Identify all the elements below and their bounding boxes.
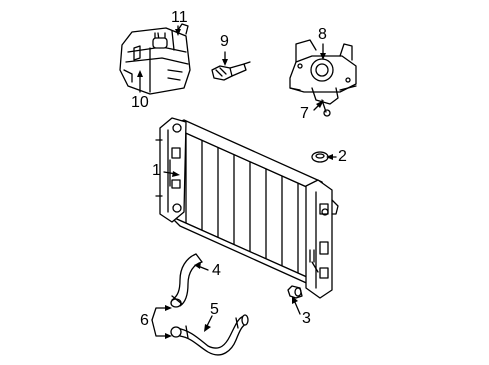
coolant-reservoir — [119, 23, 191, 95]
callout-2: 2 — [338, 148, 347, 165]
callout-5: 5 — [210, 301, 219, 318]
callout-1: 1 — [152, 162, 161, 179]
temperature-sensor — [211, 61, 251, 81]
thermostat-seal — [311, 151, 329, 163]
callout-9: 9 — [220, 33, 229, 50]
callout-10: 10 — [131, 94, 149, 111]
callout-4: 4 — [212, 262, 221, 279]
callout-3: 3 — [302, 310, 311, 327]
callout-7: 7 — [300, 105, 309, 122]
lower-radiator-hose — [170, 314, 249, 356]
callout-8: 8 — [318, 26, 327, 43]
callout-6: 6 — [140, 312, 149, 329]
radiator — [155, 117, 339, 299]
drain-plug — [287, 285, 303, 299]
upper-radiator-hose — [170, 253, 203, 308]
leader-arrowheads — [137, 29, 333, 339]
callout-11: 11 — [171, 9, 188, 26]
thermostat-housing — [289, 39, 357, 117]
